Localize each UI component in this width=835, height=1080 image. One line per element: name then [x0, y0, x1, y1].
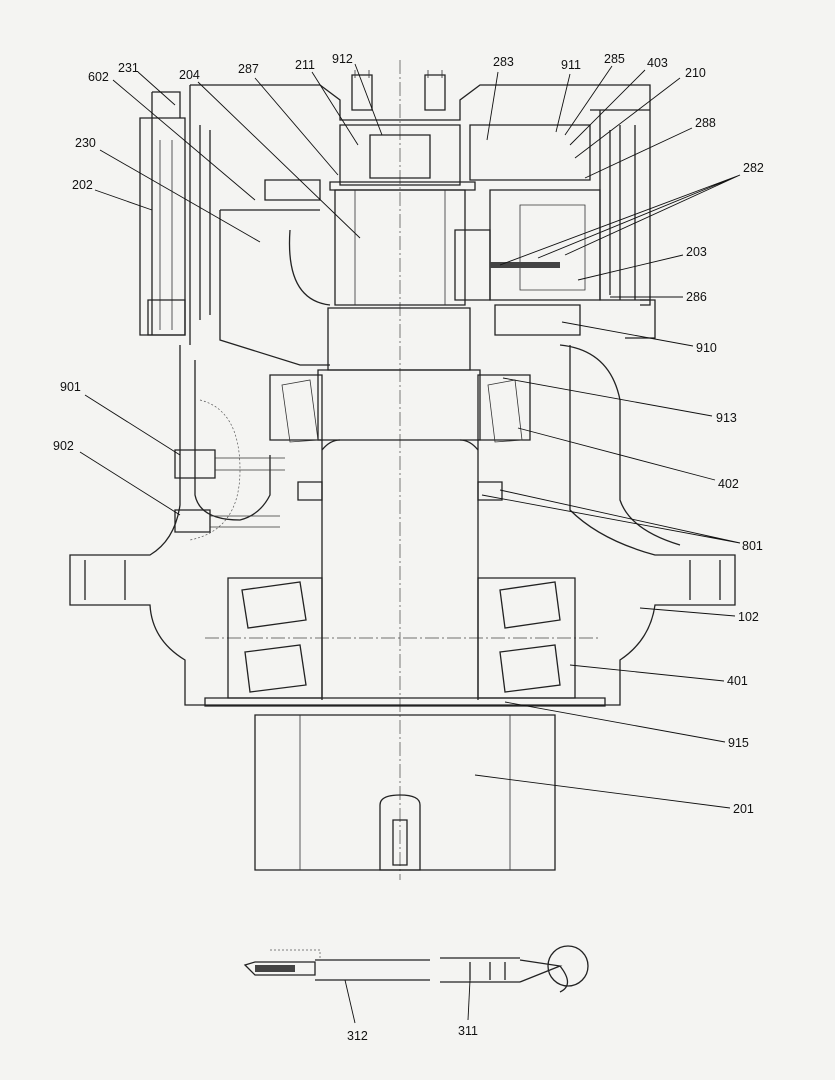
callout-203: 203 — [686, 245, 707, 259]
housing-drawing — [69, 60, 736, 993]
callout-231: 231 — [118, 61, 139, 75]
leader-lines — [79, 63, 741, 1024]
callout-902: 902 — [53, 439, 74, 453]
callout-230: 230 — [75, 136, 96, 150]
callout-labels: 231 602 204 287 211 912 283 911 285 403 … — [53, 52, 764, 1043]
callout-311: 311 — [458, 1024, 478, 1038]
callout-287: 287 — [238, 62, 259, 76]
callout-312: 312 — [347, 1029, 368, 1043]
callout-286: 286 — [686, 290, 707, 304]
callout-911: 911 — [561, 58, 581, 72]
callout-401: 401 — [727, 674, 748, 688]
callout-912: 912 — [332, 52, 353, 66]
callout-285: 285 — [604, 52, 625, 66]
callout-283: 283 — [493, 55, 514, 69]
callout-910: 910 — [696, 341, 717, 355]
callout-201: 201 — [733, 802, 754, 816]
callout-403: 403 — [647, 56, 668, 70]
callout-282: 282 — [743, 161, 764, 175]
callout-211: 211 — [295, 58, 315, 72]
callout-210: 210 — [685, 66, 706, 80]
callout-915: 915 — [728, 736, 749, 750]
callout-801: 801 — [742, 539, 763, 553]
callout-288: 288 — [695, 116, 716, 130]
callout-913: 913 — [716, 411, 737, 425]
callout-602: 602 — [88, 70, 109, 84]
callout-202: 202 — [72, 178, 93, 192]
callout-901: 901 — [60, 380, 81, 394]
callout-102: 102 — [738, 610, 759, 624]
callout-402: 402 — [718, 477, 739, 491]
callout-204: 204 — [179, 68, 200, 82]
